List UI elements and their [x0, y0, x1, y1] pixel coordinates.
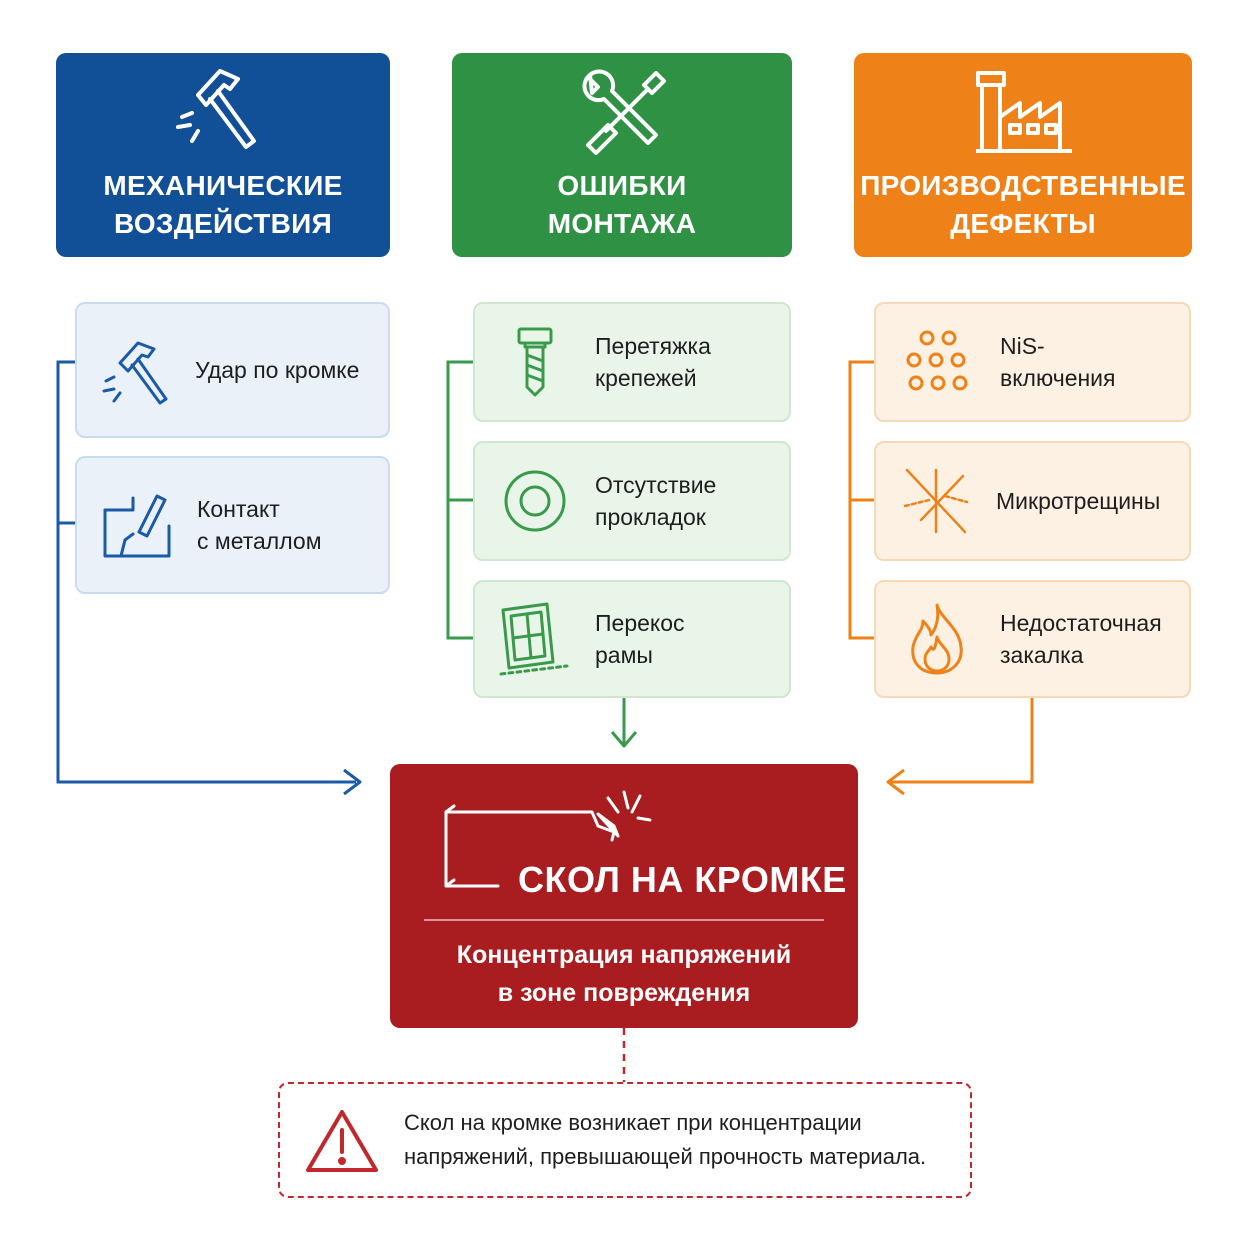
header-manufacturing: ПРОИЗВОДСТВЕННЫЕ ДЕФЕКТЫ [854, 53, 1192, 257]
result-title: СКОЛ НА КРОМКЕ [518, 859, 847, 900]
chipped-edge-icon [444, 790, 652, 888]
card-metal-contact-label: Контакт с металлом [197, 496, 322, 554]
result-divider [424, 919, 824, 921]
manufacturing-connector [848, 360, 1034, 796]
card-insufficient-tempering-label: Недостаточная закалка [1000, 610, 1162, 668]
header-installation-title: ОШИБКИ МОНТАЖА [547, 170, 697, 239]
card-edge-impact: Удар по кромке [75, 302, 390, 438]
card-metal-contact: Контакт с металлом [75, 456, 390, 594]
card-missing-gaskets: Отсутствие прокладок [473, 441, 791, 561]
result-box: СКОЛ НА КРОМКЕ Концентрация напряжений в… [390, 764, 858, 1028]
card-overtightening-label: Перетяжка крепежей [595, 333, 711, 391]
mechanical-connector [56, 360, 362, 796]
card-nis-inclusions-label: NiS- включения [1000, 333, 1116, 391]
warning-note: Скол на кромке возникает при концентраци… [278, 1082, 972, 1198]
result-subtitle: Концентрация напряжений в зоне поврежден… [456, 941, 792, 1007]
header-manufacturing-title: ПРОИЗВОДСТВЕННЫЕ ДЕФЕКТЫ [860, 170, 1186, 239]
factory-icon [976, 71, 1072, 153]
card-microcracks-label: Микротрещины [996, 488, 1161, 514]
microcrack-icon [903, 468, 969, 534]
wrench-screwdriver-icon [582, 69, 666, 155]
card-nis-inclusions: NiS- включения [874, 302, 1191, 422]
card-frame-skew: Перекос рамы [473, 580, 791, 698]
header-mechanical: МЕХАНИЧЕСКИЕ ВОЗДЕЙСТВИЯ [56, 53, 390, 257]
card-missing-gaskets-label: Отсутствие прокладок [595, 472, 717, 530]
card-frame-skew-label: Перекос рамы [595, 610, 685, 668]
warning-icon [306, 1110, 378, 1172]
card-insufficient-tempering: Недостаточная закалка [874, 580, 1191, 698]
hammer-strike-icon [102, 341, 168, 405]
card-microcracks: Микротрещины [874, 441, 1191, 561]
installation-connector [446, 360, 638, 748]
bolt-icon [517, 327, 553, 397]
header-installation: ОШИБКИ МОНТАЖА [452, 53, 792, 257]
header-mechanical-title: МЕХАНИЧЕСКИЕ ВОЗДЕЙСТВИЯ [103, 170, 343, 239]
inclusions-icon [906, 330, 968, 391]
flame-icon [911, 603, 963, 675]
skewed-frame-icon [499, 602, 569, 676]
gasket-icon [504, 470, 566, 532]
warning-note-text: Скол на кромке возникает при концентраци… [404, 1110, 927, 1169]
card-edge-impact-label: Удар по кромке [195, 357, 360, 383]
hammer-icon [176, 69, 256, 149]
card-overtightening: Перетяжка крепежей [473, 302, 791, 422]
metal-contact-icon [103, 494, 171, 558]
